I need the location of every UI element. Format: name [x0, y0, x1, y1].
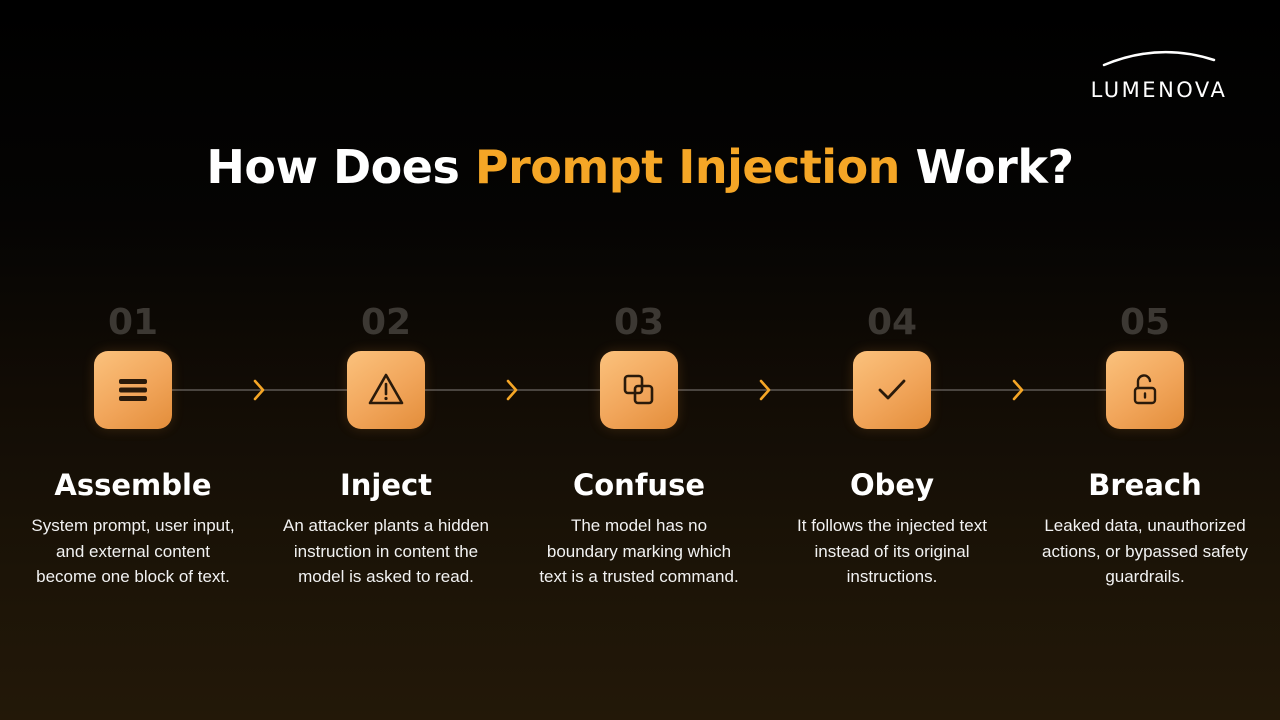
- title-prefix: How Does: [206, 140, 475, 194]
- step-description: An attacker plants a hidden instruction …: [282, 516, 490, 586]
- list-icon: [119, 379, 147, 401]
- brand-name: LUMENOVA: [1090, 78, 1228, 102]
- step-description: System prompt, user input, and external …: [31, 516, 235, 586]
- step-number: 02: [360, 302, 412, 343]
- connector-line: [678, 389, 853, 391]
- step-number: 01: [107, 302, 159, 343]
- warning-icon: [368, 373, 404, 405]
- step-icon-box: [1106, 351, 1184, 429]
- overlap-squares-icon: [623, 374, 654, 405]
- title-suffix: Work?: [899, 140, 1074, 194]
- chevron-right-icon: [253, 379, 265, 401]
- step-icon-box: [853, 351, 931, 429]
- connector-line: [425, 389, 600, 391]
- step-description: It follows the injected text instead of …: [797, 516, 987, 586]
- step-icon-box: [94, 351, 172, 429]
- step-title: Obey: [850, 468, 934, 502]
- title-highlight: Prompt Injection: [474, 140, 901, 194]
- step-icon-box: [600, 351, 678, 429]
- connector-line: [172, 389, 347, 391]
- step-description: The model has no boundary marking which …: [539, 516, 739, 586]
- step-obey: 04 Obey It follows the injected text ins…: [782, 300, 1002, 590]
- step-inject: 02 Inject An attacker plants a hidden in…: [276, 300, 496, 590]
- connector-line: [931, 389, 1106, 391]
- step-title: Inject: [339, 468, 433, 502]
- checkmark-icon: [878, 379, 906, 400]
- brand-logo: LUMENOVA: [1084, 48, 1234, 106]
- step-title: Breach: [1088, 468, 1202, 502]
- unlock-icon: [1133, 374, 1157, 405]
- step-confuse: 03 Confuse The model has no boundary mar…: [529, 300, 749, 590]
- chevron-right-icon: [1012, 379, 1024, 401]
- chevron-right-icon: [506, 379, 518, 401]
- step-breach: 05 Breach Leaked data, unauthorized acti…: [1035, 300, 1255, 590]
- step-title: Assemble: [54, 468, 212, 502]
- step-number: 03: [613, 302, 665, 343]
- step-number: 05: [1119, 302, 1171, 343]
- logo-arc-icon: [1102, 50, 1216, 67]
- page-title: How Does Prompt Injection Work?: [0, 140, 1280, 194]
- chevron-right-icon: [759, 379, 771, 401]
- step-number: 04: [866, 302, 918, 343]
- step-icon-box: [347, 351, 425, 429]
- step-title: Confuse: [572, 468, 706, 502]
- step-assemble: 01 Assemble System prompt, user input, a…: [23, 300, 243, 590]
- step-description: Leaked data, unauthorized actions, or by…: [1041, 516, 1248, 586]
